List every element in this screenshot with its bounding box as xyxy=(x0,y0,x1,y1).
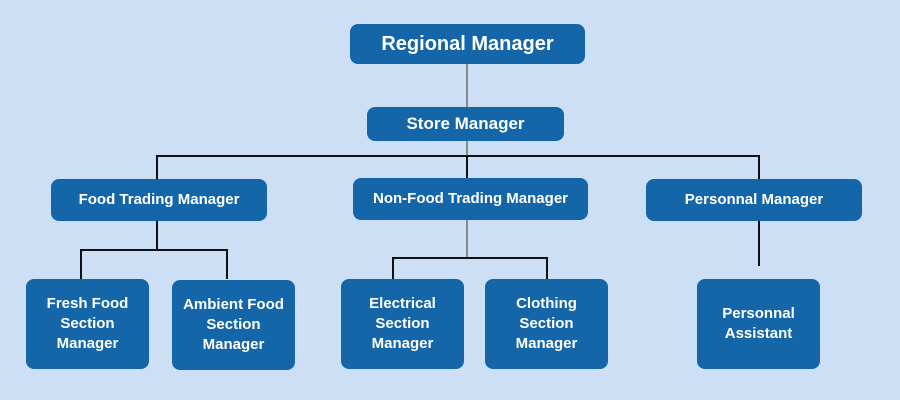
fresh-food-section-manager-label: Fresh Food Section Manager xyxy=(46,294,129,353)
electrical-section-manager-label: Electrical Section Manager xyxy=(369,294,436,353)
store-manager-box: Store Manager xyxy=(367,107,564,141)
regional-manager-box: Regional Manager xyxy=(350,24,585,64)
food-trading-manager-box: Food Trading Manager xyxy=(51,179,267,221)
regional-manager-label: Regional Manager xyxy=(381,32,554,55)
ambient-food-section-manager-label: Ambient Food Section Manager xyxy=(183,295,284,354)
fresh-food-section-manager-box: Fresh Food Section Manager xyxy=(26,279,149,369)
clothing-section-manager-box: Clothing Section Manager xyxy=(485,279,608,369)
personnal-manager-label: Personnal Manager xyxy=(684,190,824,208)
personnal-manager-box: Personnal Manager xyxy=(646,179,862,221)
ambient-food-section-manager-box: Ambient Food Section Manager xyxy=(172,280,295,370)
personnal-assistant-label: Personnal Assistant xyxy=(722,304,795,342)
electrical-section-manager-box: Electrical Section Manager xyxy=(341,279,464,369)
store-manager-label: Store Manager xyxy=(406,113,525,133)
non-food-trading-manager-box: Non-Food Trading Manager xyxy=(353,178,588,220)
food-trading-manager-label: Food Trading Manager xyxy=(78,190,240,208)
non-food-trading-manager-label: Non-Food Trading Manager xyxy=(373,189,568,207)
clothing-section-manager-label: Clothing Section Manager xyxy=(515,294,578,353)
personnal-assistant-box: Personnal Assistant xyxy=(697,279,820,369)
